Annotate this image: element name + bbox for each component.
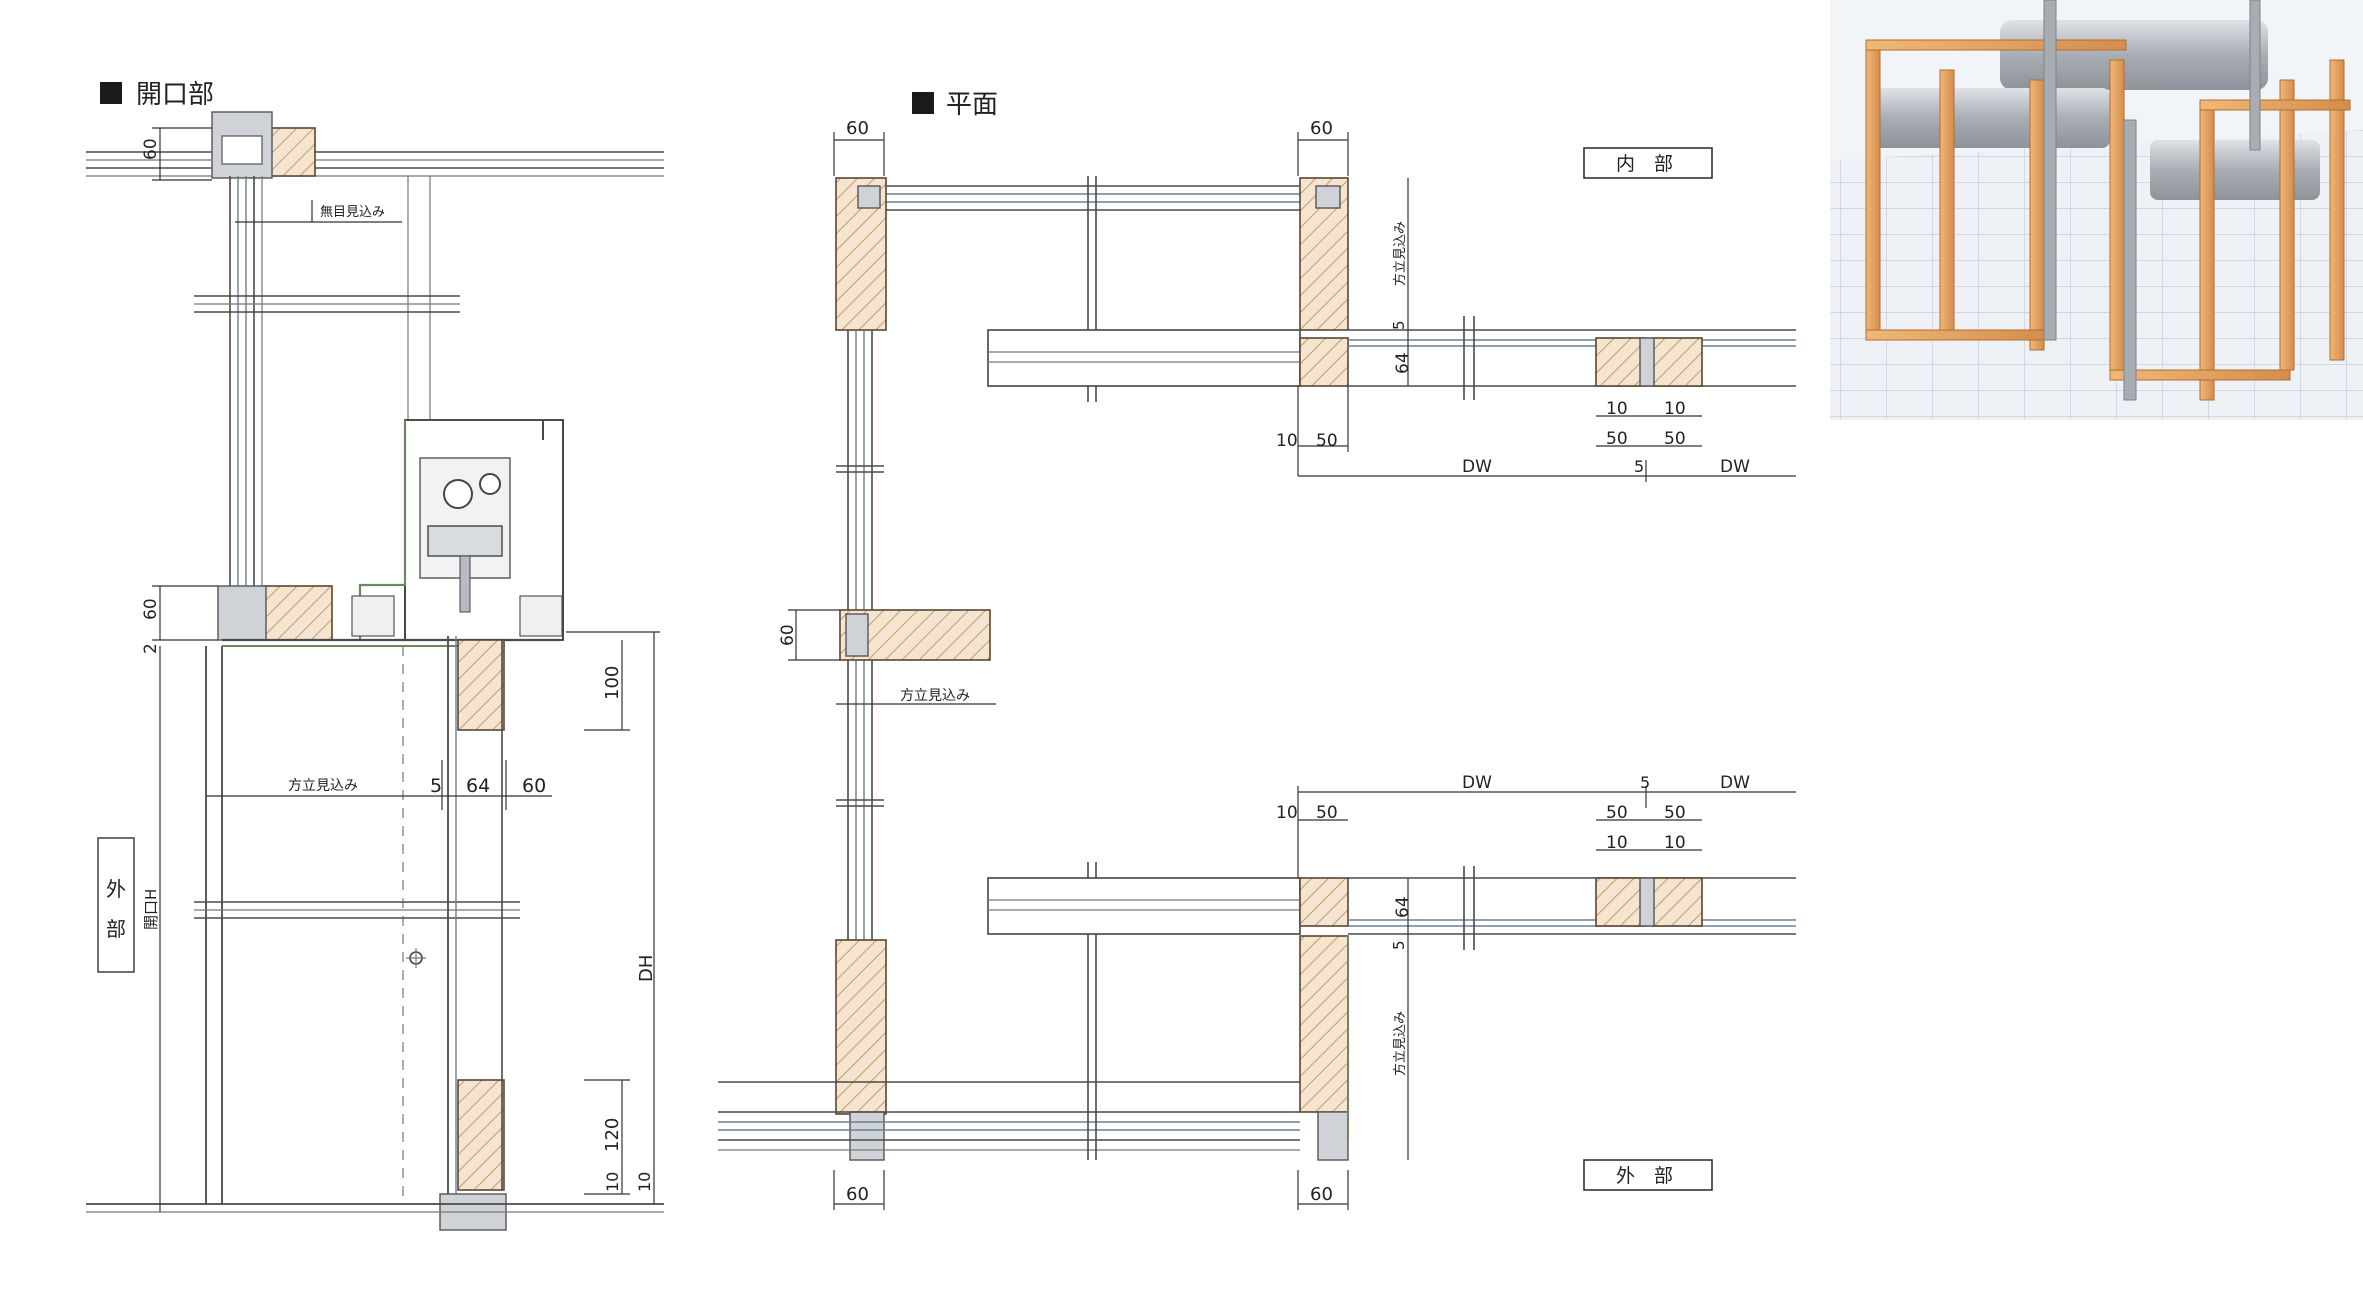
opening-h-label: 開口H xyxy=(142,889,160,930)
plan-lower-dim-50: 50 xyxy=(1316,803,1338,823)
dim-5-section: 5 xyxy=(430,775,442,797)
plan-dim-60-tr: 60 xyxy=(1310,118,1333,139)
dh-label: DH xyxy=(636,955,657,982)
plan-upper-dim-5: 5 xyxy=(1390,320,1408,330)
exterior-label-box xyxy=(1583,1159,1713,1191)
dim-head-2: 2 xyxy=(141,643,161,654)
plan-lower-dim-10-r: 10 xyxy=(1664,833,1686,853)
dim-64-section: 64 xyxy=(466,775,490,797)
exterior-label: 外 部 xyxy=(1616,1165,1673,1187)
plan-dim-60-mid: 60 xyxy=(778,624,798,646)
plan-lower-dw-left: DW xyxy=(1462,773,1492,793)
plan-lower-dw-right: DW xyxy=(1720,773,1750,793)
plan-lower-dim-64: 64 xyxy=(1393,896,1413,918)
plan-upper-dim-10-r: 10 xyxy=(1664,399,1686,419)
plan-upper-dw-left: DW xyxy=(1462,457,1492,477)
dim-120: 120 xyxy=(602,1118,623,1152)
plan-upper-dim-10: 10 xyxy=(1276,431,1298,451)
plan-upper-dim-50: 50 xyxy=(1316,431,1338,451)
exterior-side-box xyxy=(97,837,135,973)
top-wood-block xyxy=(264,127,316,177)
plan-lower-dim-10-l: 10 xyxy=(1606,833,1628,853)
plan-mullion-depth-label: 方立見込み xyxy=(900,688,970,704)
head-wood-block xyxy=(261,585,333,641)
opening-title-marker xyxy=(100,82,122,104)
plan-lower-dw-5: 5 xyxy=(1640,773,1650,792)
plan-upper-dw-right: DW xyxy=(1720,457,1750,477)
door-hanger-box xyxy=(358,419,564,641)
3d-frame-render xyxy=(1830,0,2363,420)
plan-upper-dim-64: 64 xyxy=(1393,352,1413,374)
dim-100: 100 xyxy=(602,666,623,700)
opening-fix-panel xyxy=(194,646,520,1204)
plan-lower-mullion-label: 方立見込み xyxy=(1392,1011,1408,1076)
sliding-door-leaf xyxy=(406,636,507,1231)
plan-dim-60-bl: 60 xyxy=(846,1184,869,1205)
plan-upper-mullion-label: 方立見込み xyxy=(1392,221,1408,286)
exterior-side-bottom: 部 xyxy=(106,917,126,941)
transom-band xyxy=(194,295,460,313)
mullion-glass xyxy=(229,176,431,590)
dim-top-60: 60 xyxy=(141,138,161,160)
plan-bottom-glass xyxy=(718,862,1300,1160)
plan-lower-dim-10: 10 xyxy=(1276,803,1298,823)
interior-label: 内 部 xyxy=(1616,153,1673,175)
plan-post-bottom-left xyxy=(835,939,887,1115)
plan-upper-dim-50-r: 50 xyxy=(1664,429,1686,449)
dim-head-60: 60 xyxy=(141,598,161,620)
plan-upper-door xyxy=(987,316,1796,400)
head-profile xyxy=(217,585,267,641)
plan-upper-dw-5: 5 xyxy=(1634,457,1644,476)
ceiling-lines xyxy=(86,151,664,177)
plan-upper-dim-50-l: 50 xyxy=(1606,429,1628,449)
plan-post-bottom-right xyxy=(1299,935,1349,1113)
muntin-depth-label: 無目見込み xyxy=(320,205,385,220)
dim-60-section: 60 xyxy=(522,775,546,797)
plan-title-marker xyxy=(912,92,934,114)
dim-10-b: 10 xyxy=(635,1172,654,1192)
plan-section: 平面 60 60 xyxy=(718,90,1796,1210)
plan-lower-dim-50-l: 50 xyxy=(1606,803,1628,823)
opening-title: 開口部 xyxy=(136,80,214,110)
plan-title: 平面 xyxy=(946,90,998,120)
interior-label-box xyxy=(1583,147,1713,179)
plan-lower-dim-5: 5 xyxy=(1390,940,1408,950)
opening-section: 開口部 無目見込み xyxy=(86,80,664,1231)
dim-10-a: 10 xyxy=(603,1172,622,1192)
plan-dim-60-br: 60 xyxy=(1310,1184,1333,1205)
mullion-depth-label: 方立見込み xyxy=(288,778,358,794)
plan-lower-door xyxy=(987,866,1796,950)
plan-dim-60-tl: 60 xyxy=(846,118,869,139)
plan-upper-dim-10-l: 10 xyxy=(1606,399,1628,419)
exterior-side-top: 外 xyxy=(106,877,126,901)
plan-lower-dim-50-r: 50 xyxy=(1664,803,1686,823)
